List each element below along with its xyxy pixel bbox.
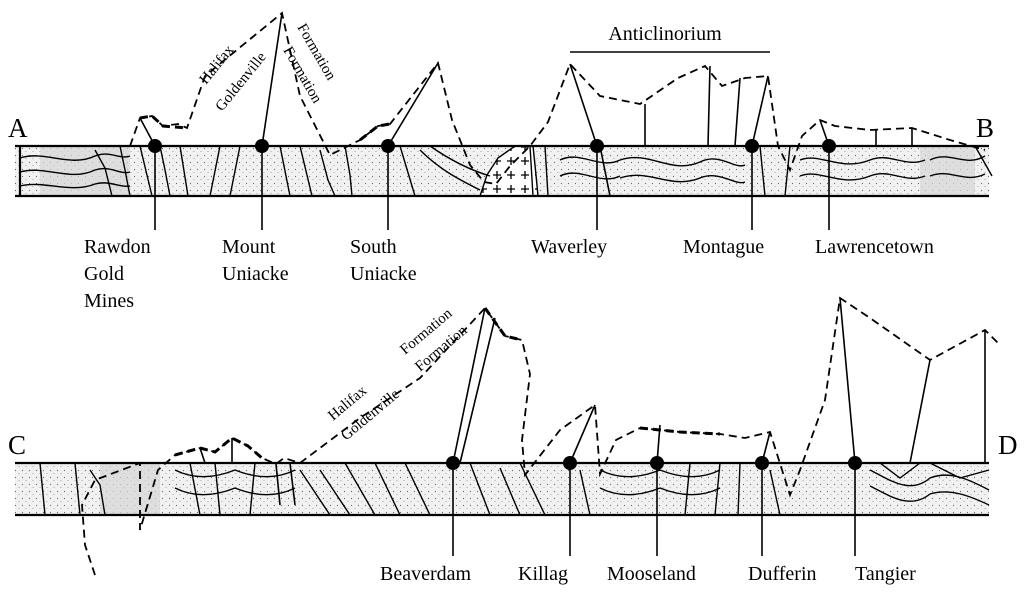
mine-mount-uniacke: Mount Uniacke (222, 139, 289, 285)
mine-label-south-uniacke: South Uniacke (350, 236, 417, 285)
mine-marker (381, 139, 395, 153)
mine-tangier: Tangier (848, 456, 916, 585)
mine-marker (563, 456, 577, 470)
mine-marker (848, 456, 862, 470)
mine-marker (446, 456, 460, 470)
section-start-label-a: A (8, 113, 28, 143)
mine-killag: Killag (518, 456, 577, 585)
mine-marker (650, 456, 664, 470)
mine-label-lawrencetown: Lawrencetown (815, 236, 934, 258)
mine-south-uniacke: South Uniacke (350, 139, 417, 285)
section-ab-bedding (19, 145, 986, 197)
mine-label-beaverdam: Beaverdam (380, 563, 472, 585)
mine-label-dufferin: Dufferin (748, 563, 817, 585)
mine-rawdon: Rawdon Gold Mines (84, 139, 162, 312)
mine-label-rawdon: Rawdon Gold Mines (84, 236, 156, 312)
mine-label-mooseland: Mooseland (607, 563, 696, 585)
section-cd-traces (199, 297, 986, 506)
section-cd-band (15, 463, 989, 515)
section-start-label-c: C (8, 430, 26, 460)
mine-waverley: Waverley (531, 139, 607, 258)
mine-label-tangier: Tangier (855, 563, 916, 585)
section-cd: Halifax Goldenville Formation Formation … (8, 296, 1018, 585)
mine-marker (148, 139, 162, 153)
mine-beaverdam: Beaverdam (380, 456, 472, 585)
mine-marker (255, 139, 269, 153)
section-ab: Anticlinorium Halifax Goldenville Format… (8, 11, 994, 312)
mine-label-killag: Killag (518, 563, 568, 585)
mine-label-mount-uniacke: Mount Uniacke (222, 236, 289, 285)
mine-mooseland: Mooseland (607, 456, 696, 585)
mine-montague: Montague (683, 139, 764, 258)
section-end-label-d: D (998, 430, 1018, 460)
anticlinorium-label: Anticlinorium (608, 23, 722, 45)
mine-marker (822, 139, 836, 153)
mine-label-waverley: Waverley (531, 236, 607, 258)
section-cd-eroded-surface (81, 296, 1001, 576)
mine-marker (590, 139, 604, 153)
section-end-label-b: B (976, 113, 994, 143)
mine-label-montague: Montague (683, 236, 764, 258)
section-ab-shaded-zone-2 (920, 146, 975, 196)
mine-marker (755, 456, 769, 470)
mine-dufferin: Dufferin (748, 456, 817, 585)
section-ab-traces (139, 12, 913, 197)
mine-lawrencetown: Lawrencetown (815, 139, 934, 258)
mine-marker (745, 139, 759, 153)
section-cd-shaded-zone (100, 463, 160, 515)
